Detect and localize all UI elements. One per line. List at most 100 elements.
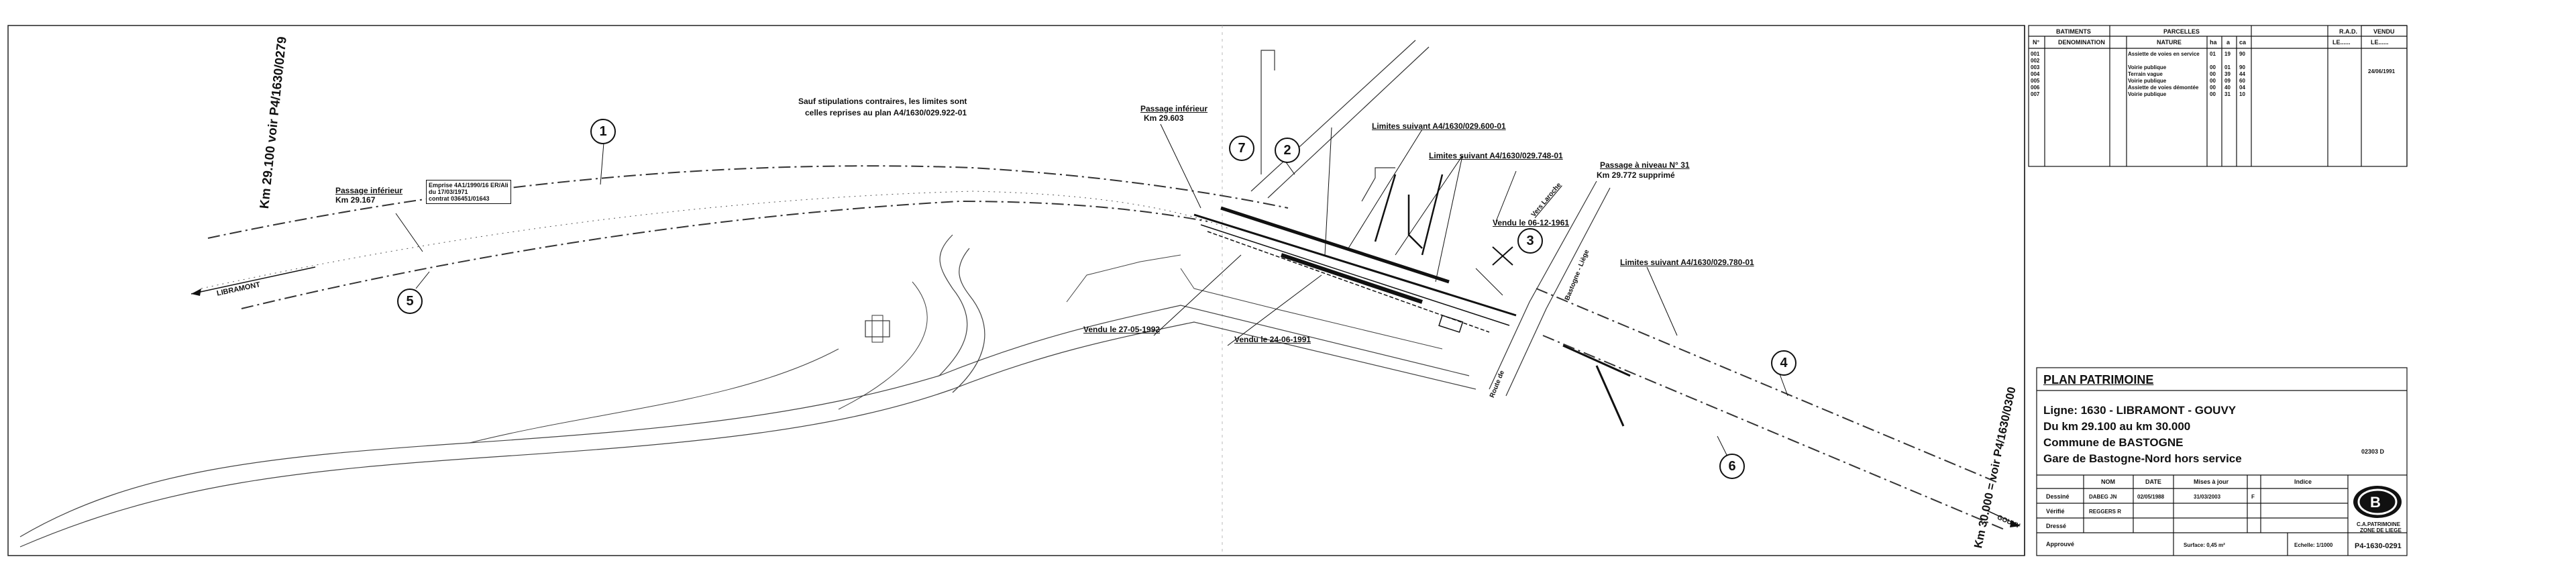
ca-header: ca [2239, 39, 2247, 46]
surface-text: Surface: 0,45 m² [2184, 542, 2225, 548]
parcel-cell-no: 002 [2031, 58, 2040, 64]
dessine-nom: DABEG JN [2089, 494, 2117, 500]
limites-748-label: Limites suivant A4/1630/029.748-01 [1429, 151, 1563, 160]
passage-inferieur-1-km: Km 29.167 [335, 195, 376, 205]
maj-date: 31/03/2003 [2194, 494, 2221, 500]
vendu-header: VENDU [2373, 28, 2395, 35]
railway-axis [201, 191, 1228, 289]
vendu-1992-label: Vendu le 27-05-1992 [1083, 325, 1161, 334]
no-header: N° [2033, 39, 2040, 46]
nature-header: NATURE [2157, 39, 2182, 46]
parcel-cell-no: 001 [2031, 51, 2040, 57]
stipulations-line2: celles reprises au plan A4/1630/029.922-… [805, 108, 967, 117]
passage-inferieur-2-title: Passage inférieur [1140, 104, 1208, 113]
parcel-cell-no: 003 [2031, 64, 2040, 70]
terrain-outline [19, 305, 1470, 537]
gare-text: Gare de Bastogne-Nord hors service [2043, 452, 2242, 465]
passage-inferieur-1-title: Passage inférieur [335, 186, 403, 195]
convention-line2: du 17/03/1971 [429, 189, 468, 195]
parcel-cell-no: 007 [2031, 91, 2040, 97]
passage-inferieur-2-km: Km 29.603 [1144, 113, 1184, 123]
parcel-cell-ha: 00 [2210, 85, 2216, 91]
vendu-date: 24/06/1991 [2368, 68, 2396, 74]
parcel-cell-a: 39 [2224, 71, 2231, 77]
verifie-label: Vérifié [2046, 508, 2065, 515]
nom-header: NOM [2101, 478, 2115, 485]
plan-title: PLAN PATRIMOINE [2043, 373, 2154, 386]
parcelles-header: PARCELLES [2163, 28, 2200, 35]
parcel-cell-ca: 60 [2239, 78, 2245, 84]
marker-6: 6 [1719, 454, 1745, 479]
vendu-1961-label: Vendu le 06-12-1961 [1493, 218, 1570, 227]
dessine-date: 02/05/1988 [2137, 494, 2165, 500]
plan-number: P4-1630-0291 [2355, 542, 2402, 550]
limites-780-label: Limites suivant A4/1630/029.780-01 [1620, 258, 1754, 267]
passage-niveau-title: Passage à niveau N° 31 [1600, 160, 1690, 170]
parcel-cell-a: 09 [2224, 78, 2231, 84]
parcel-cell-a: 40 [2224, 85, 2231, 91]
convention-box: Emprise 4A1/1990/16 ER/Ali du 17/03/1971… [426, 180, 511, 204]
org-line2: ZONE DE LIEGE [2360, 527, 2402, 533]
parcel-cell-nature: Voirie publique [2128, 64, 2167, 70]
marker-5: 5 [397, 289, 423, 314]
dresse-label: Dressé [2046, 523, 2067, 529]
date-header: DATE [2145, 478, 2161, 485]
stipulations-line1: Sauf stipulations contraires, les limite… [798, 97, 967, 106]
parcel-cell-ha: 00 [2210, 71, 2216, 77]
commune-text: Commune de BASTOGNE [2043, 436, 2184, 449]
leader-lines [395, 123, 1788, 464]
maj-indice: F [2251, 494, 2255, 500]
logo-ellipse [2353, 486, 2402, 518]
parcel-cell-ha: 01 [2210, 51, 2216, 57]
parcel-cell-no: 004 [2031, 71, 2040, 77]
a-header: a [2226, 39, 2231, 46]
echelle-text: Echelle: 1/1000 [2294, 542, 2333, 548]
indice-header: Indice [2294, 478, 2312, 485]
mises-a-jour-header: Mises à jour [2194, 478, 2229, 485]
rad-le: LE...... [2332, 39, 2351, 46]
denomination-header: DENOMINATION [2058, 39, 2105, 46]
marker-3: 3 [1517, 228, 1543, 254]
dessine-label: Dessiné [2046, 493, 2070, 500]
parcel-cell-a: 01 [2224, 64, 2231, 70]
ref-code: 02303 D [2361, 448, 2385, 455]
ha-header: ha [2210, 39, 2217, 46]
ligne-text: Ligne: 1630 - LIBRAMONT - GOUVY [2043, 404, 2237, 417]
parcel-cell-nature: Voirie publique [2128, 78, 2167, 84]
parcel-cell-ha: 00 [2210, 78, 2216, 84]
marker-1: 1 [590, 119, 616, 144]
parcel-cell-no: 005 [2031, 78, 2040, 84]
parcel-cell-ca: 44 [2239, 71, 2245, 77]
upper-boundary [207, 165, 1289, 239]
parcel-cell-nature: Assiette de voies démontée [2128, 85, 2199, 91]
vendu-1991-label: Vendu le 24-06-1991 [1234, 335, 1311, 344]
station-tracks [1193, 206, 1517, 333]
parcel-cell-ca: 10 [2239, 91, 2245, 97]
verifie-nom: REGGERS R [2089, 509, 2122, 515]
lower-boundary [241, 200, 1208, 309]
limites-600-label: Limites suivant A4/1630/029.600-01 [1372, 121, 1506, 131]
passage-niveau-km: Km 29.772 supprimé [1597, 170, 1675, 180]
convention-line1: Emprise 4A1/1990/16 ER/Ali [429, 182, 508, 189]
parcel-cell-nature: Terrain vague [2128, 71, 2163, 77]
approuve-label: Approuvé [2046, 541, 2075, 548]
parcel-cell-ha: 00 [2210, 64, 2216, 70]
marker-7: 7 [1229, 136, 1254, 161]
parcel-cell-ca: 90 [2239, 64, 2245, 70]
vendu-le: LE...... [2371, 39, 2389, 46]
parcel-cell-no: 006 [2031, 85, 2040, 91]
building [865, 320, 890, 338]
parcel-cell-ca: 04 [2239, 85, 2245, 91]
level-crossing-x [1492, 246, 1513, 266]
convention-line3: contrat 036451/01643 [429, 195, 490, 202]
logo-letter: B [2370, 494, 2381, 511]
parcel-cell-ha: 00 [2210, 91, 2216, 97]
marker-2: 2 [1275, 138, 1300, 163]
batiments-header: BATIMENTS [2056, 28, 2091, 35]
parcel-cell-nature: Voirie publique [2128, 91, 2167, 97]
parcel-cell-a: 19 [2224, 51, 2231, 57]
org-line1: C.A.PATRIMOINE [2357, 521, 2401, 527]
parcel-cell-nature: Assiette de voies en service [2128, 51, 2200, 57]
